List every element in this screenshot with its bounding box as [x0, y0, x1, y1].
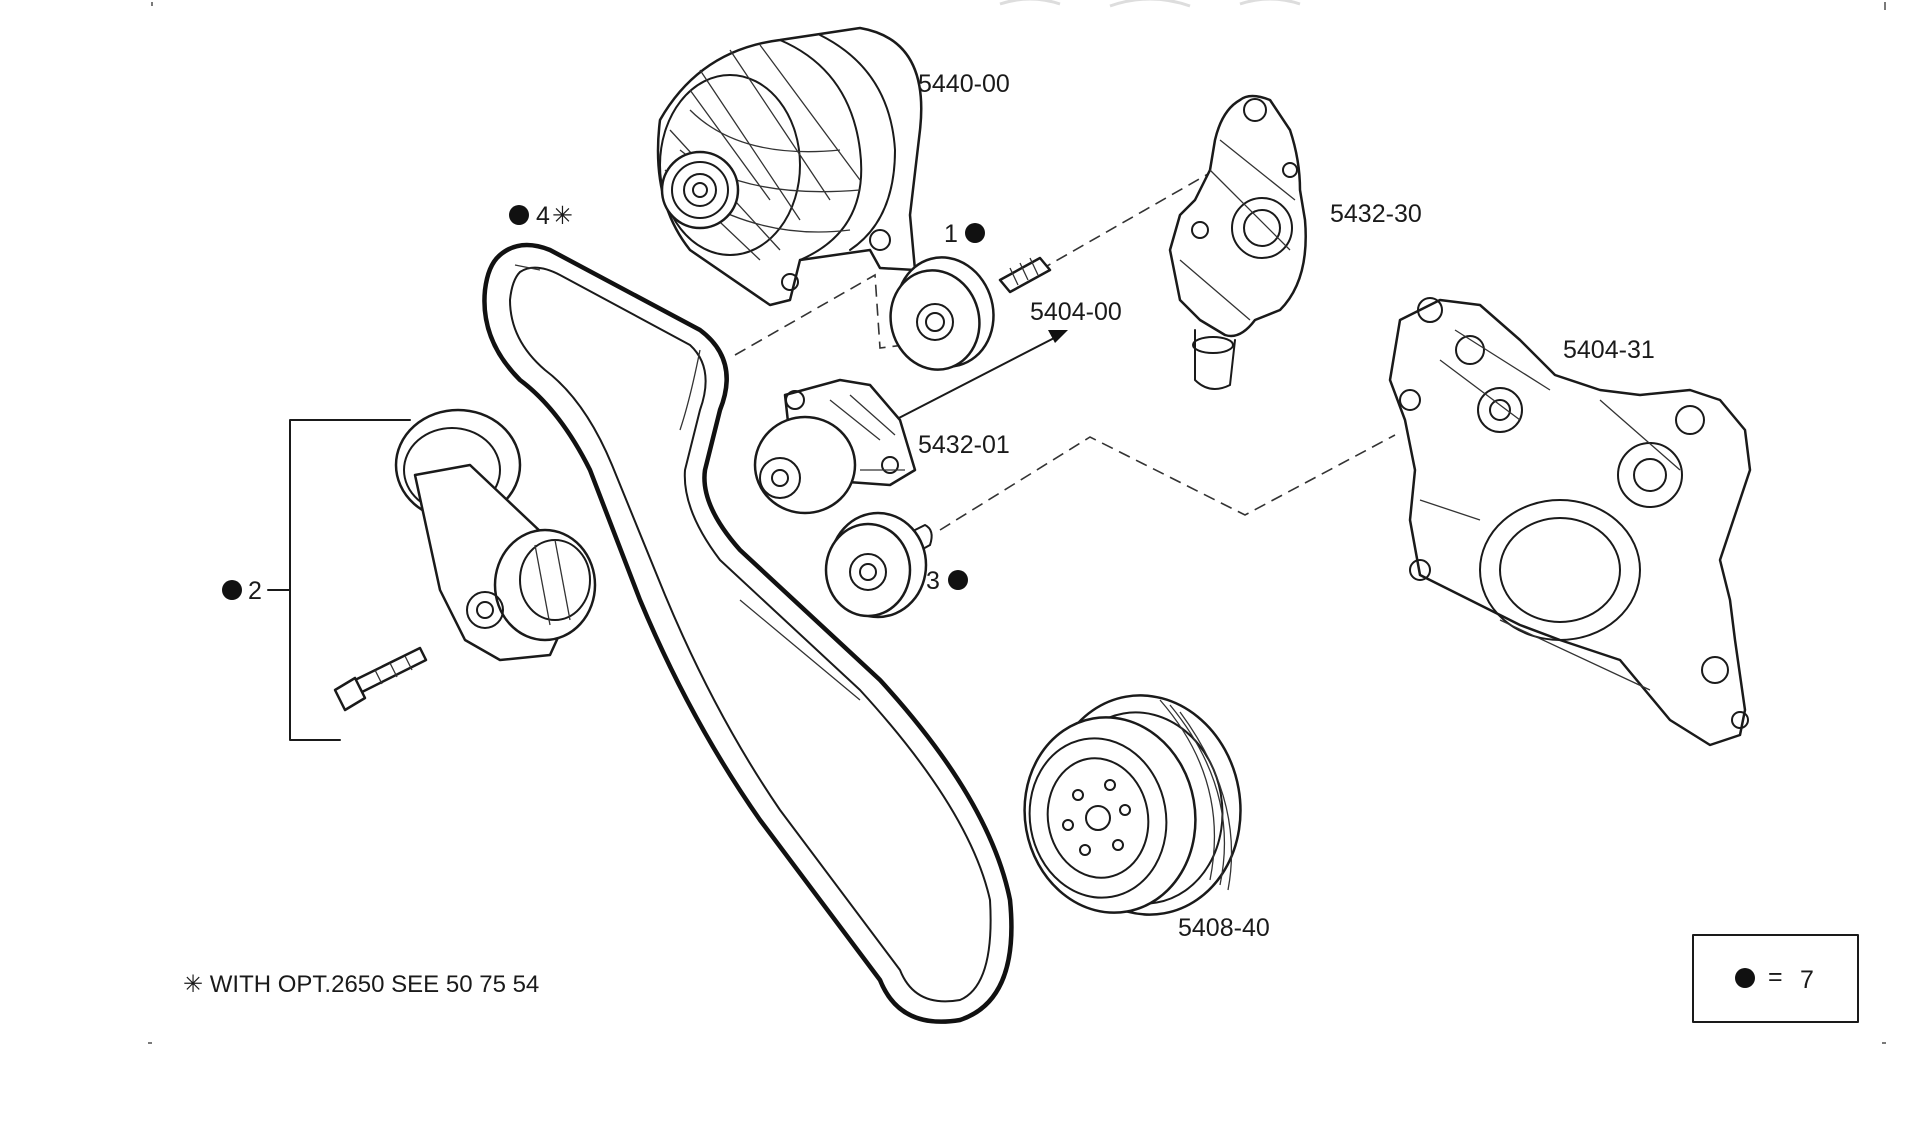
label-timing-cover: 5404-31	[1563, 336, 1655, 364]
idler-arrow	[894, 330, 1068, 421]
callout-mark-4: ✳	[552, 202, 573, 230]
idler-pulley-lower	[824, 511, 933, 619]
callout-dot-3	[948, 570, 968, 590]
callout-num-3: 3	[926, 567, 940, 595]
callout-num-4: 4	[536, 202, 550, 230]
damper-pulley	[1023, 694, 1242, 916]
water-pump	[1168, 94, 1307, 390]
callout-dot-4	[509, 205, 529, 225]
callout-dots	[222, 205, 985, 600]
callout-dot-1	[965, 223, 985, 243]
callout-bracket-2	[267, 419, 411, 741]
legend-value: 7	[1800, 966, 1814, 994]
footnote-option: ✳ WITH OPT.2650 SEE 50 75 54	[183, 971, 539, 998]
label-water-pump: 5432-30	[1330, 200, 1422, 228]
legend-box	[1692, 934, 1859, 1023]
drive-belt	[482, 242, 1014, 1024]
tensioner-assembly	[394, 408, 597, 662]
callout-num-2: 2	[248, 577, 262, 605]
tensioner-bolt	[333, 646, 428, 712]
label-alternator: 5440-00	[918, 70, 1010, 98]
timing-cover	[1388, 297, 1752, 747]
callout-num-1: 1	[944, 220, 958, 248]
alternator	[656, 26, 923, 307]
tensioner-housing	[753, 378, 917, 515]
legend-equals: =	[1768, 963, 1783, 991]
frame-ticks	[148, 2, 1886, 1044]
label-tensioner-housing: 5432-01	[918, 431, 1010, 459]
callout-dot-2	[222, 580, 242, 600]
label-damper-pulley: 5408-40	[1178, 914, 1270, 942]
top-edge-arcs	[999, 0, 1301, 8]
label-idler-upper: 5404-00	[1030, 298, 1122, 326]
idler-pulley-upper	[889, 256, 1052, 371]
